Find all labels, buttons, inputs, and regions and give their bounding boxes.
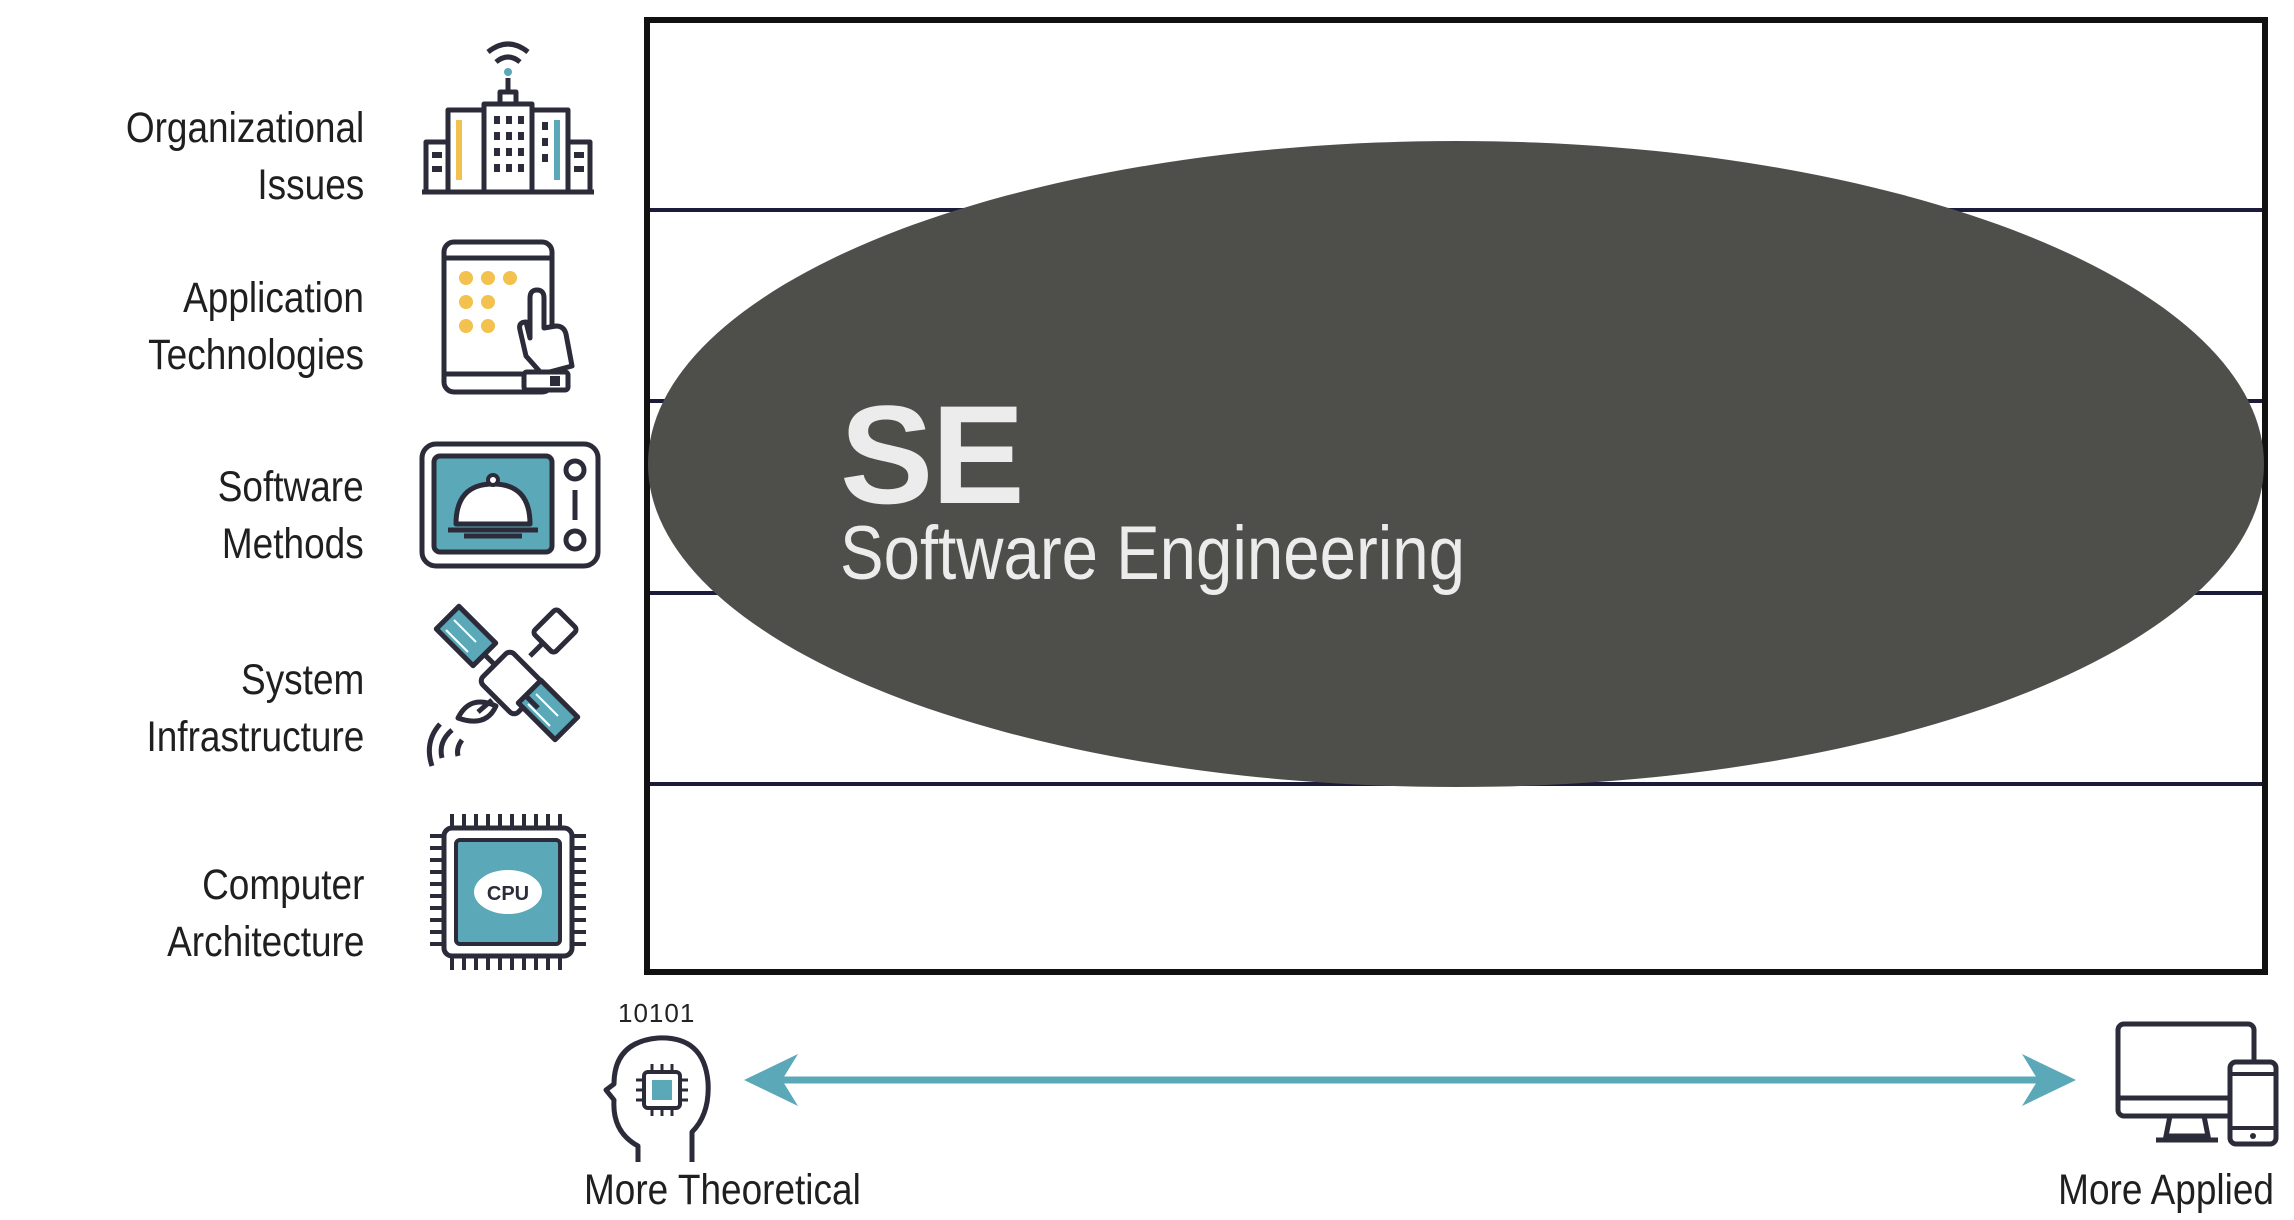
binary-digits: 10101	[618, 998, 696, 1028]
cpu-chip-icon: CPU	[430, 814, 586, 970]
theoretical-applied-arrow	[744, 1054, 2076, 1106]
row-label-application-technologies: Application Technologies	[148, 274, 364, 379]
devices-icon	[2115, 1021, 2279, 1147]
satellite-icon	[426, 603, 581, 767]
more-theoretical-label: More Theoretical	[584, 1166, 861, 1214]
se-full-name: Software Engineering	[840, 511, 1465, 596]
row-label-organizational-issues: Organizational Issues	[125, 104, 364, 209]
se-abbreviation: SE	[840, 376, 1025, 533]
row-label-system-infrastructure: System Infrastructure	[146, 656, 364, 761]
more-applied-label: More Applied	[2058, 1166, 2274, 1214]
cpu-label: CPU	[487, 883, 529, 905]
row-label-computer-architecture: Computer Architecture	[166, 861, 364, 966]
tablet-touch-icon	[441, 239, 575, 395]
city-buildings-icon	[422, 41, 594, 195]
software-engineering-ellipse	[648, 141, 2264, 787]
row-label-software-methods: Software Methods	[218, 463, 364, 568]
head-chip-icon	[603, 1035, 711, 1162]
layers-frame	[644, 17, 2268, 975]
microwave-dish-icon	[419, 441, 601, 569]
